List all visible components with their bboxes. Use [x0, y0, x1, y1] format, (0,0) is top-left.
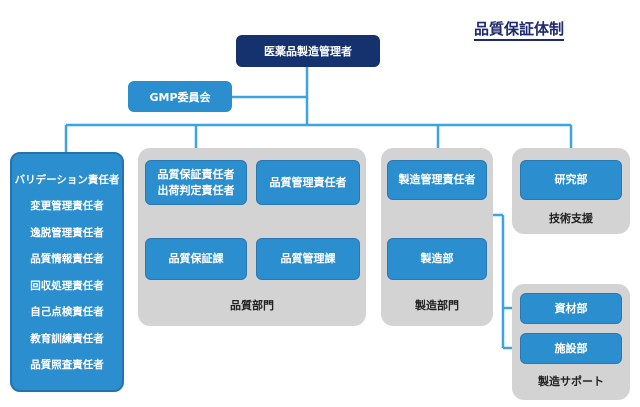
qa-responsible-box: 品質保証責任者 出荷判定責任者 [145, 160, 247, 205]
qc-section-box: 品質管理課 [256, 238, 360, 280]
materials-section-box: 資材部 [520, 293, 622, 324]
facilities-section-box: 施設部 [520, 333, 622, 364]
list-item: バリデーション責任者 [14, 173, 120, 186]
manufacturing-manager-box: 医薬品製造管理者 [236, 35, 380, 67]
tech-support-label: 技術支援 [549, 212, 593, 225]
manufacturing-section-box: 製造部 [387, 238, 487, 280]
list-item: 逸脱管理責任者 [30, 226, 104, 239]
research-section-box: 研究部 [520, 160, 622, 200]
manufacturing-support-label: 製造サポート [538, 375, 604, 388]
gmp-committee-box: GMP委員会 [128, 81, 232, 112]
list-item: 品質情報責任者 [30, 253, 104, 266]
diagram-title: 品質保証体制 [474, 20, 565, 41]
qa-responsible-label: 品質保証責任者 [157, 167, 235, 181]
list-item: 教育訓練責任者 [30, 332, 104, 345]
qc-responsible-box: 品質管理責任者 [256, 160, 360, 205]
release-judgment-label: 出荷判定責任者 [157, 183, 235, 197]
manufacturing-responsible-box: 製造管理責任者 [387, 160, 487, 200]
responsible-persons-list: バリデーション責任者 変更管理責任者 逸脱管理責任者 品質情報責任者 回収処理責… [10, 152, 124, 392]
qa-section-box: 品質保証課 [145, 238, 247, 280]
list-item: 回収処理責任者 [30, 279, 104, 292]
quality-department-label: 品質部門 [230, 299, 274, 312]
list-item: 品質照査責任者 [30, 359, 104, 372]
manufacturing-department-label: 製造部門 [415, 299, 459, 312]
list-item: 自己点検責任者 [30, 306, 104, 319]
list-item: 変更管理責任者 [30, 200, 104, 213]
